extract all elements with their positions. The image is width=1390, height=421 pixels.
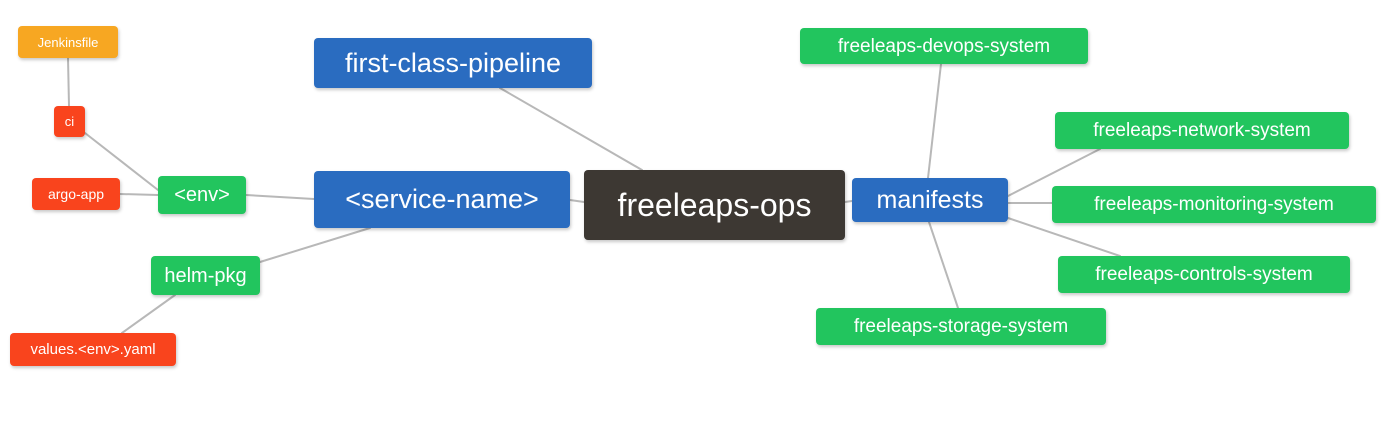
edge-root-to-manifests <box>844 200 853 203</box>
node-argo-app[interactable]: argo-app <box>32 178 120 210</box>
node-label: freeleaps-ops <box>617 187 812 223</box>
edge-pipeline-to-root <box>499 87 643 171</box>
node-label: Jenkinsfile <box>37 34 99 50</box>
node-label: freeleaps-controls-system <box>1095 264 1313 285</box>
node-env[interactable]: <env> <box>158 176 246 214</box>
edge-ci-to-env <box>84 132 159 191</box>
edge-values-yaml-to-helm-pkg <box>121 294 176 334</box>
node-controls[interactable]: freeleaps-controls-system <box>1058 256 1350 293</box>
node-manifests[interactable]: manifests <box>852 178 1008 222</box>
node-root[interactable]: freeleaps-ops <box>584 170 845 240</box>
node-label: freeleaps-monitoring-system <box>1094 194 1334 215</box>
node-label: freeleaps-devops-system <box>837 35 1051 57</box>
node-storage[interactable]: freeleaps-storage-system <box>816 308 1106 345</box>
edge-env-to-service-name <box>245 194 315 200</box>
node-ci[interactable]: ci <box>54 106 85 137</box>
edge-manifests-to-controls <box>1007 217 1121 257</box>
node-label: first-class-pipeline <box>344 47 562 78</box>
node-service-name[interactable]: <service-name> <box>314 171 570 228</box>
node-label: freeleaps-network-system <box>1093 120 1311 141</box>
edge-manifests-to-network <box>1007 148 1101 197</box>
node-monitoring[interactable]: freeleaps-monitoring-system <box>1052 186 1376 223</box>
node-devops[interactable]: freeleaps-devops-system <box>800 28 1088 64</box>
node-label: argo-app <box>47 186 105 202</box>
node-network[interactable]: freeleaps-network-system <box>1055 112 1349 149</box>
node-label: helm-pkg <box>164 264 247 287</box>
node-helm-pkg[interactable]: helm-pkg <box>151 256 260 295</box>
node-pipeline[interactable]: first-class-pipeline <box>314 38 592 88</box>
node-label: <env> <box>174 184 230 206</box>
node-label: manifests <box>876 185 984 214</box>
edge-jenkinsfile-to-ci <box>67 57 70 107</box>
node-values-yaml[interactable]: values.<env>.yaml <box>10 333 176 366</box>
edge-service-name-to-root <box>569 199 585 203</box>
edge-helm-pkg-to-service-name <box>259 227 371 263</box>
edge-manifests-to-storage <box>928 221 959 309</box>
node-label: values.<env>.yaml <box>30 341 156 358</box>
node-label: <service-name> <box>345 184 539 214</box>
node-label: ci <box>64 114 75 129</box>
edge-manifests-to-devops <box>927 63 942 179</box>
node-label: freeleaps-storage-system <box>853 316 1069 337</box>
node-jenkinsfile[interactable]: Jenkinsfile <box>18 26 118 58</box>
edge-argo-app-to-env <box>119 193 159 196</box>
